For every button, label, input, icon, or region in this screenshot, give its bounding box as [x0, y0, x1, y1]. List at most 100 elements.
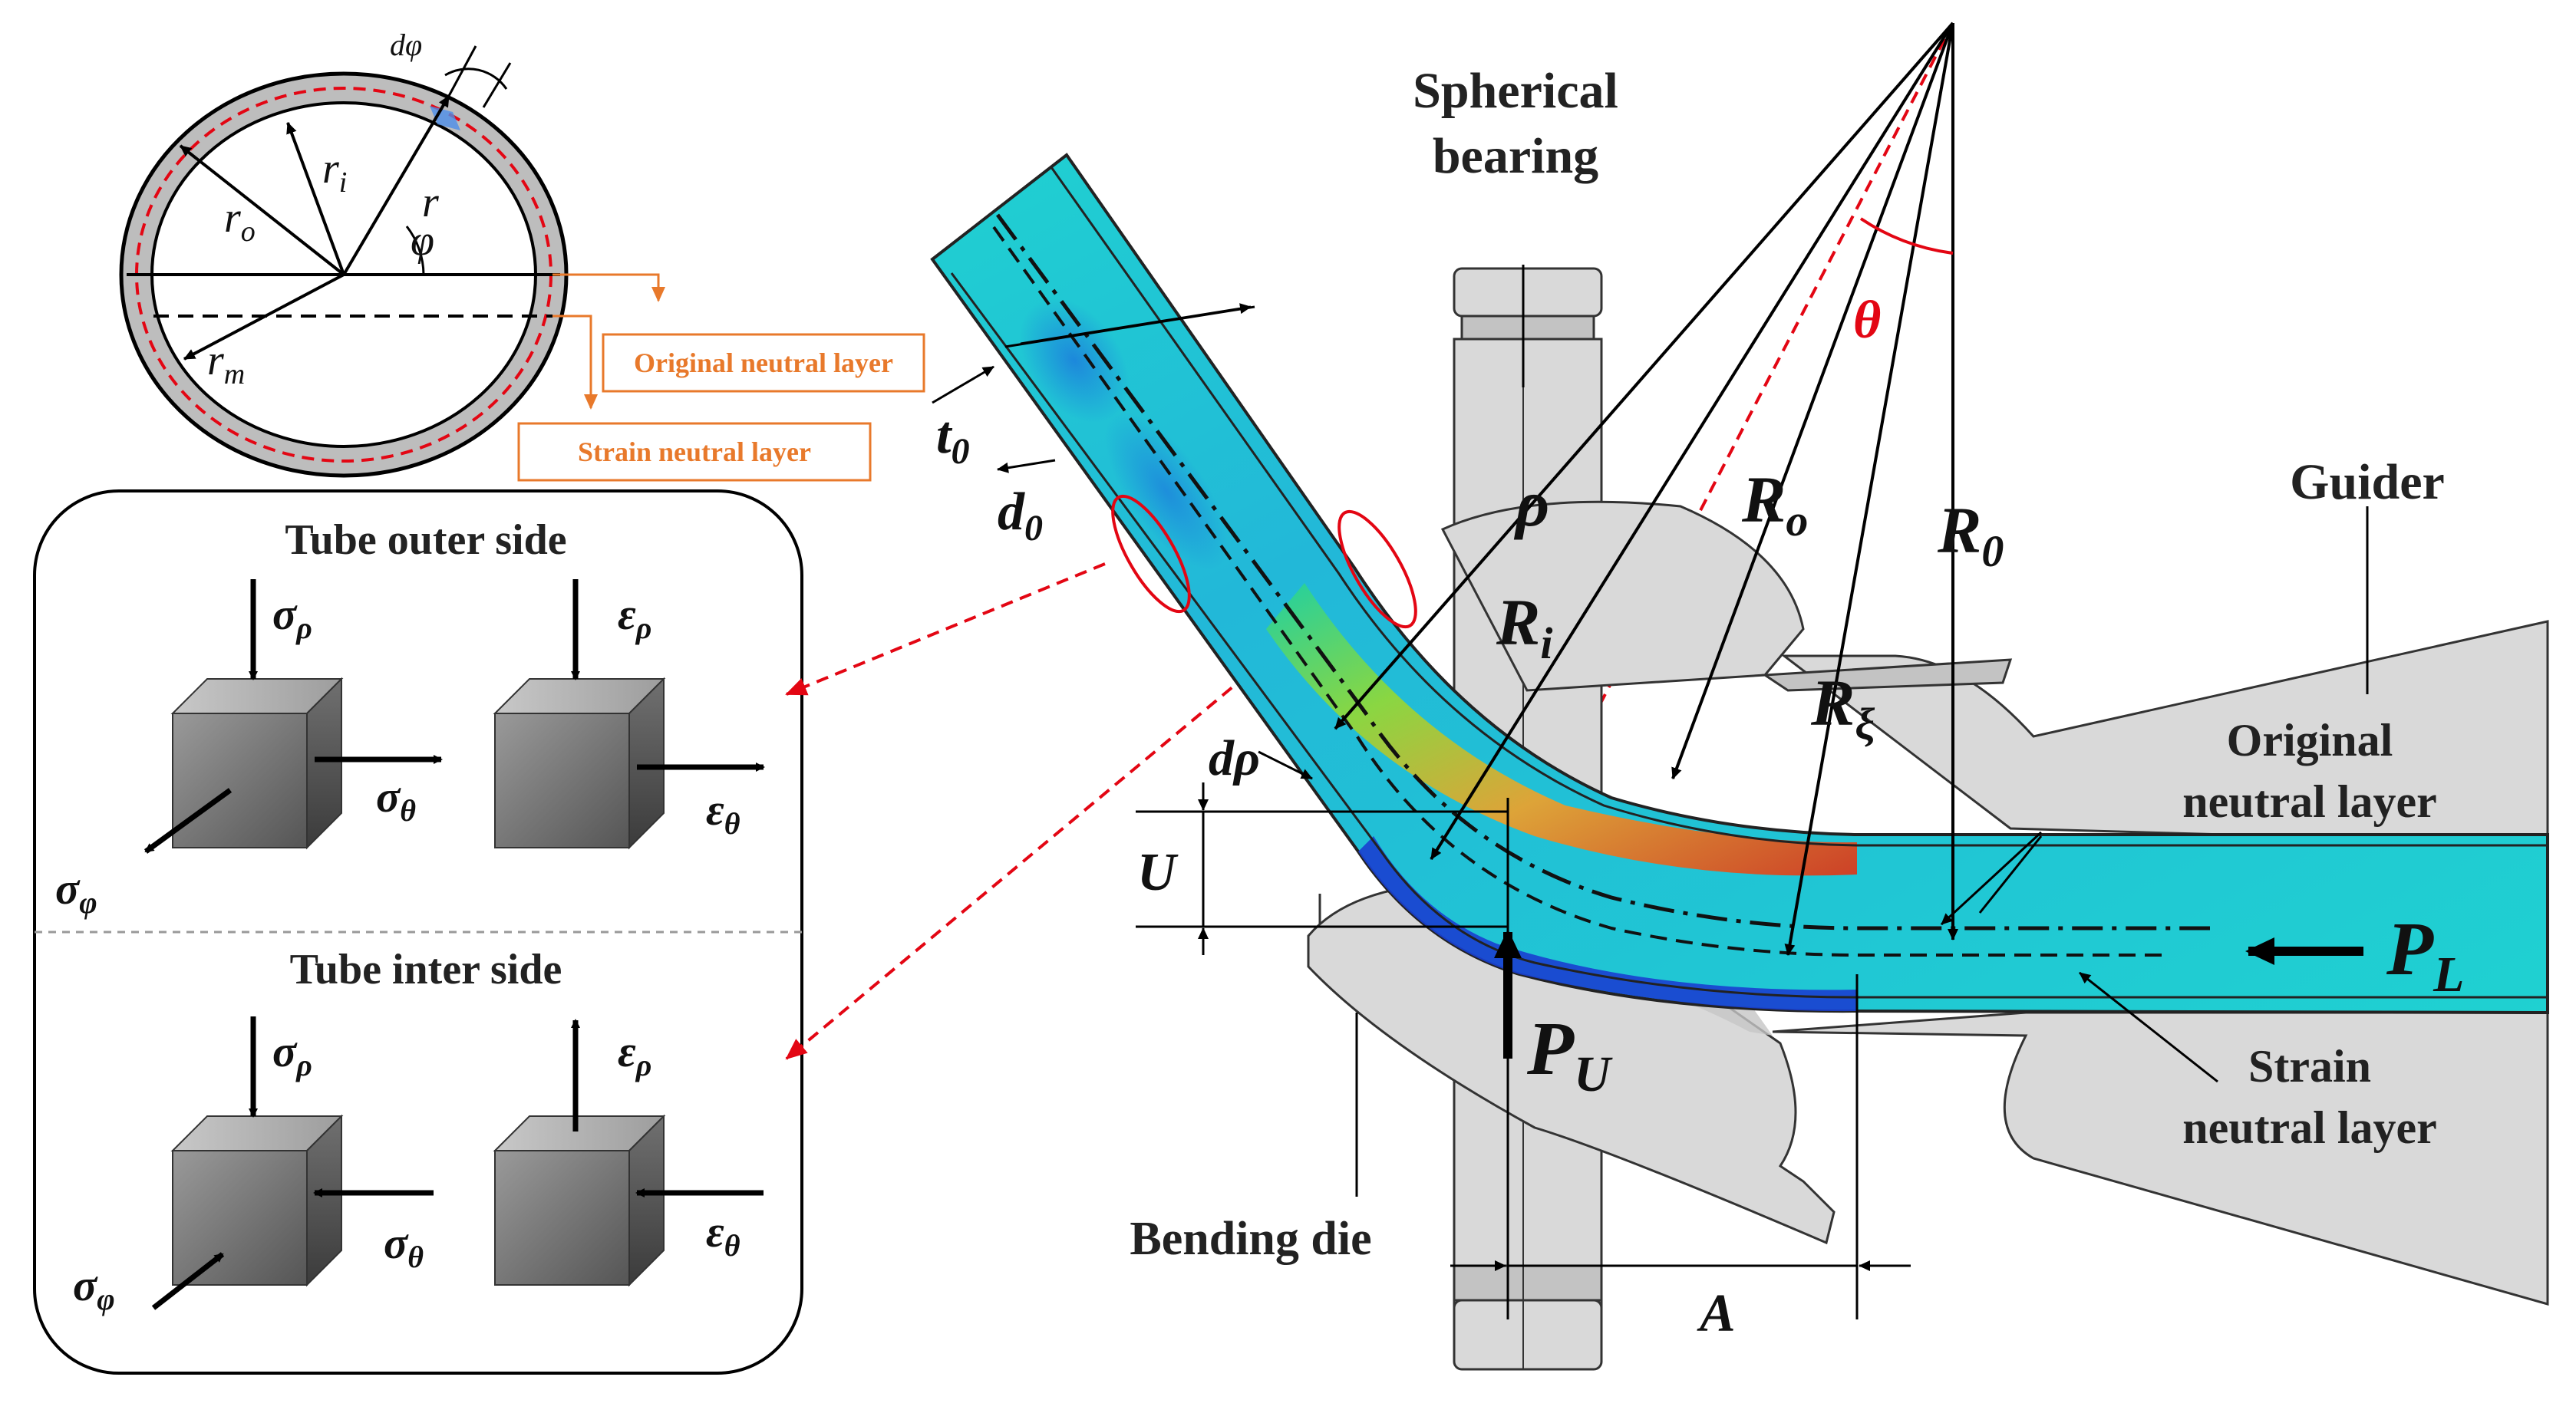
- d0-sub: 0: [1024, 508, 1043, 548]
- outer-sigma-cube: [170, 677, 344, 850]
- strain-layer-label: Strain neutral layer: [578, 436, 811, 467]
- r0-label: R: [1937, 493, 1981, 567]
- svg-text:σρ: σρ: [272, 1026, 312, 1082]
- svg-text:PL: PL: [2386, 906, 2464, 1003]
- bent-tube: [930, 153, 2549, 1015]
- outer-eps-rho: ε: [618, 589, 636, 639]
- outer-eps-theta-sub: θ: [724, 806, 740, 841]
- inner-eps-rho: ε: [618, 1026, 636, 1076]
- svg-text:σθ: σθ: [384, 1218, 424, 1274]
- inner-sigma-phi-sub: φ: [97, 1282, 114, 1316]
- svg-text:σρ: σρ: [272, 589, 312, 645]
- tube-dimensions: [932, 303, 1313, 780]
- t0-label: t: [936, 406, 953, 465]
- inner-sigma-rho: σ: [272, 1026, 298, 1076]
- spherical-bearing-label-2: bearing: [1433, 128, 1598, 184]
- phi-label: φ: [411, 217, 434, 265]
- r0-sub: 0: [1981, 526, 2004, 576]
- ro-sub: o: [1786, 496, 1808, 545]
- pu-label: P: [1526, 1006, 1575, 1091]
- pl-sub: L: [2433, 947, 2464, 1003]
- drho-label: dρ: [1209, 730, 1260, 786]
- pl-label: P: [2386, 906, 2434, 991]
- inner-eps-theta: ε: [706, 1207, 724, 1257]
- r-i-sub: i: [339, 166, 348, 199]
- outer-sigma-rho-sub: ρ: [295, 611, 312, 645]
- stress-cubes: [143, 579, 765, 1310]
- outer-eps-theta: ε: [706, 785, 724, 835]
- detail-ellipse-inner: [1111, 494, 1191, 614]
- detail-ellipse-outer: [1337, 509, 1417, 629]
- theta-arc: [1859, 217, 1954, 255]
- svg-text:εθ: εθ: [706, 1207, 740, 1263]
- original-neutral-label: Original: [2227, 715, 2393, 766]
- outer-sigma-theta-sub: θ: [400, 793, 416, 828]
- r-m-label: r: [207, 337, 224, 384]
- inner-eps-rho-sub: ρ: [635, 1048, 652, 1082]
- strain-neutral-label: Strain: [2248, 1041, 2371, 1092]
- spherical-bearing-label: Spherical: [1413, 63, 1618, 119]
- svg-text:ri: ri: [322, 145, 347, 199]
- rxi-label: R: [1810, 666, 1855, 739]
- outer-sigma-rho: σ: [272, 589, 298, 639]
- a-label: A: [1697, 1284, 1736, 1343]
- applied-forces: [1494, 929, 2363, 1059]
- svg-text:ro: ro: [224, 194, 256, 248]
- svg-text:R0: R0: [1937, 493, 2004, 576]
- original-neutral-label-2: neutral layer: [2182, 776, 2437, 827]
- svg-text:t0: t0: [936, 406, 969, 472]
- dphi-label: dφ: [390, 28, 422, 62]
- u-label: U: [1137, 843, 1179, 902]
- inner-sigma-cube: [170, 1114, 344, 1287]
- svg-text:PU: PU: [1526, 1006, 1613, 1102]
- svg-text:rm: rm: [207, 337, 245, 390]
- outer-sigma-phi-arrow: [143, 788, 233, 854]
- rho-label: ρ: [1513, 466, 1549, 540]
- svg-text:d0: d0: [998, 483, 1043, 548]
- inner-sigma-theta-sub: θ: [407, 1240, 424, 1274]
- bending-die-label: Bending die: [1130, 1213, 1371, 1265]
- tube-cross-section: [119, 45, 569, 478]
- svg-text:ερ: ερ: [618, 1026, 651, 1082]
- inner-eps-cube: [493, 1114, 666, 1287]
- inner-eps-theta-sub: θ: [724, 1228, 740, 1263]
- outer-eps-cube: [493, 677, 666, 850]
- svg-text:σθ: σθ: [376, 772, 416, 828]
- r-o-label: r: [224, 194, 241, 242]
- label-leaders: [1355, 265, 2369, 1197]
- outer-sigma-theta: σ: [376, 772, 401, 822]
- outer-eps-rho-sub: ρ: [635, 611, 652, 645]
- guider-label: Guider: [2290, 454, 2445, 510]
- outer-sigma-phi-sub: φ: [79, 885, 97, 920]
- svg-text:σφ: σφ: [73, 1260, 115, 1316]
- svg-text:Ro: Ro: [1741, 463, 1808, 545]
- outer-side-title: Tube outer side: [285, 516, 566, 564]
- svg-text:εθ: εθ: [706, 785, 740, 841]
- ri-sub: i: [1540, 618, 1552, 668]
- original-neutral-axis: [995, 213, 2210, 931]
- svg-text:σφ: σφ: [55, 864, 97, 920]
- original-layer-box: [602, 333, 925, 393]
- original-layer-label: Original neutral layer: [634, 348, 893, 378]
- r-m-sub: m: [224, 358, 245, 390]
- r-label: r: [422, 179, 439, 226]
- guider: [1761, 620, 2549, 1306]
- rxi-sub: ξ: [1855, 699, 1875, 749]
- r-i-label: r: [322, 145, 339, 193]
- svg-text:Ri: Ri: [1496, 585, 1553, 668]
- ro-label: R: [1741, 463, 1786, 536]
- outer-sigma-phi: σ: [55, 864, 81, 914]
- svg-text:ερ: ερ: [618, 589, 651, 645]
- theta-label: θ: [1853, 291, 1881, 350]
- inner-sigma-theta: σ: [384, 1218, 409, 1268]
- t0-sub: 0: [951, 431, 969, 472]
- d0-label: d: [998, 483, 1025, 542]
- inner-sigma-phi: σ: [73, 1260, 98, 1310]
- ri-label: R: [1496, 585, 1540, 659]
- strain-layer-box: [517, 422, 872, 482]
- inner-sigma-phi-arrow: [151, 1252, 225, 1310]
- pu-sub: U: [1574, 1046, 1613, 1102]
- strain-neutral-axis: [992, 226, 2164, 957]
- r-o-sub: o: [241, 216, 256, 248]
